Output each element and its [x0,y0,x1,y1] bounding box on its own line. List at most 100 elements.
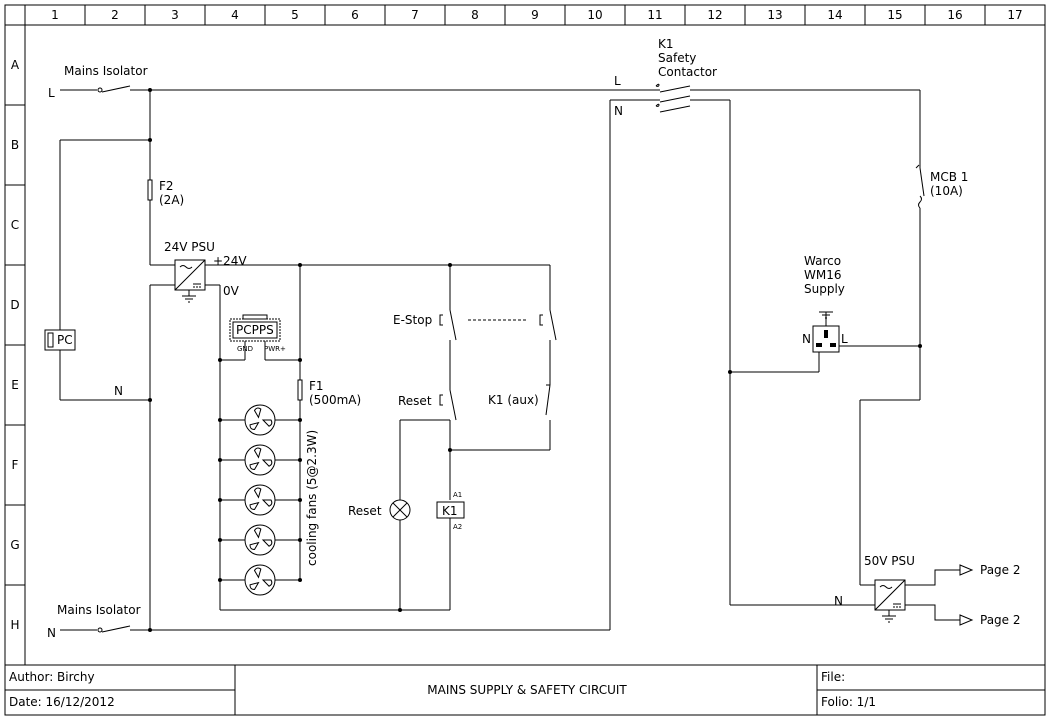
file-text: File: [821,670,845,684]
column-header: 17 [1007,8,1022,22]
line-label-N: N [47,626,56,640]
row-header: G [10,538,19,552]
mcb-1: MCB 1 (10A) [859,90,968,585]
date-text: Date: 16/12/2012 [9,695,115,709]
k1-contactor-label: Contactor [658,65,717,79]
mains-isolator-bottom-label: Mains Isolator [57,603,141,617]
row-header: F [12,458,19,472]
socket-N-label: N [802,332,811,346]
row-headers: A B C D E F G H [5,58,25,632]
plus24v-label: +24V [213,254,247,268]
column-header: 5 [291,8,299,22]
column-header: 15 [887,8,902,22]
row-header: C [11,218,19,232]
k1-safety-label: Safety [658,51,696,65]
column-header: 4 [231,8,239,22]
row-header: B [11,138,19,152]
k1-a1-label: A1 [453,491,462,499]
psu-24v: 24V PSU +24V 0V [150,240,550,610]
row-header: H [10,618,19,632]
socket-line2: WM16 [804,268,842,282]
warco-socket: Warco WM16 Supply N L [728,254,920,374]
fan-circuit: F1 (500mA) cooling fans (5@2.3W) [218,263,361,596]
estop-label: E-Stop [393,313,432,327]
fan-icon [218,564,302,596]
row-header: A [11,58,20,72]
pcpps-module: PCPPS GND PWR+ [218,314,300,362]
sheet-border [4,4,1046,716]
column-header: 10 [587,8,602,22]
author-text: Author: Birchy [9,670,95,684]
mcb-ref: MCB 1 [930,170,968,184]
k1-aux-contact [545,384,551,416]
socket-line3: Supply [804,282,845,296]
safety-circuit: E-Stop Reset K1 (aux) Reset K1 A1 A2 [220,263,557,612]
row-header: E [11,378,19,392]
column-header: 14 [827,8,842,22]
isolator-bottom-contact [97,627,103,633]
estop-2-actuator-icon [539,314,543,326]
page-ref-2: Page 2 [980,613,1021,627]
column-header: 13 [767,8,782,22]
column-header: 1 [51,8,59,22]
estop-1-actuator-icon [439,314,443,326]
estop-contact-1 [449,309,457,341]
f2-fuse [147,179,153,201]
reset-switch-label: Reset [398,394,432,408]
cooling-fans-label: cooling fans (5@2.3W) [305,430,319,566]
k1-coil-label: K1 [442,504,458,518]
pc-label: PC [57,333,73,347]
pc-icon [47,332,54,348]
f1-ref: F1 [309,379,324,393]
pc-neutral-label: N [114,384,123,398]
pcpps-label: PCPPS [236,323,274,337]
f2-rating: (2A) [159,193,184,207]
column-header: 6 [351,8,359,22]
isolator-top-switch [101,85,131,93]
column-header: 2 [111,8,119,22]
column-header: 16 [947,8,962,22]
title-block: Author: Birchy Date: 16/12/2012 MAINS SU… [5,665,1045,715]
k1-main-contact-L [659,85,691,93]
k1-ref: K1 [658,37,674,51]
zero-v-label: 0V [223,284,240,298]
reset-switch-actuator-icon [439,394,443,406]
page-ref-1: Page 2 [980,563,1021,577]
isolator-bottom-switch [101,625,131,633]
k1-L-label: L [614,74,621,88]
column-header: 12 [707,8,722,22]
mains-isolator-top-label: Mains Isolator [64,64,148,78]
k1-aux-label: K1 (aux) [488,393,539,407]
psu24-label: 24V PSU [164,240,215,254]
pc-branch: F2 (2A) PC N [44,90,184,630]
k1-safety-contactor: K1 Safety Contactor L N [614,37,920,605]
column-header: 7 [411,8,419,22]
fan-icon [218,484,302,516]
k1-a2-label: A2 [453,523,462,531]
line-label-L: L [48,86,55,100]
drawing-title: MAINS SUPPLY & SAFETY CIRCUIT [427,683,627,697]
fan-icon [218,444,302,476]
mcb-contact [919,167,925,197]
socket-line1: Warco [804,254,841,268]
f1-fuse [297,379,303,401]
socket-L-label: L [841,332,848,346]
k1-N-label: N [614,104,623,118]
page-ref-arrow-1-icon [959,564,974,576]
column-header: 3 [171,8,179,22]
psu50-N-label: N [834,594,843,608]
pcpps-pwr-label: PWR+ [264,345,286,353]
socket-box [812,325,840,353]
reset-switch-contact [449,389,457,421]
row-header: D [10,298,19,312]
psu50-label: 50V PSU [864,554,915,568]
mains-feed: L Mains Isolator N Mains Isolator [47,64,660,640]
fan-icon [218,404,302,436]
column-header: 9 [531,8,539,22]
column-header: 11 [647,8,662,22]
page-ref-arrow-2-icon [959,614,974,626]
column-header: 8 [471,8,479,22]
